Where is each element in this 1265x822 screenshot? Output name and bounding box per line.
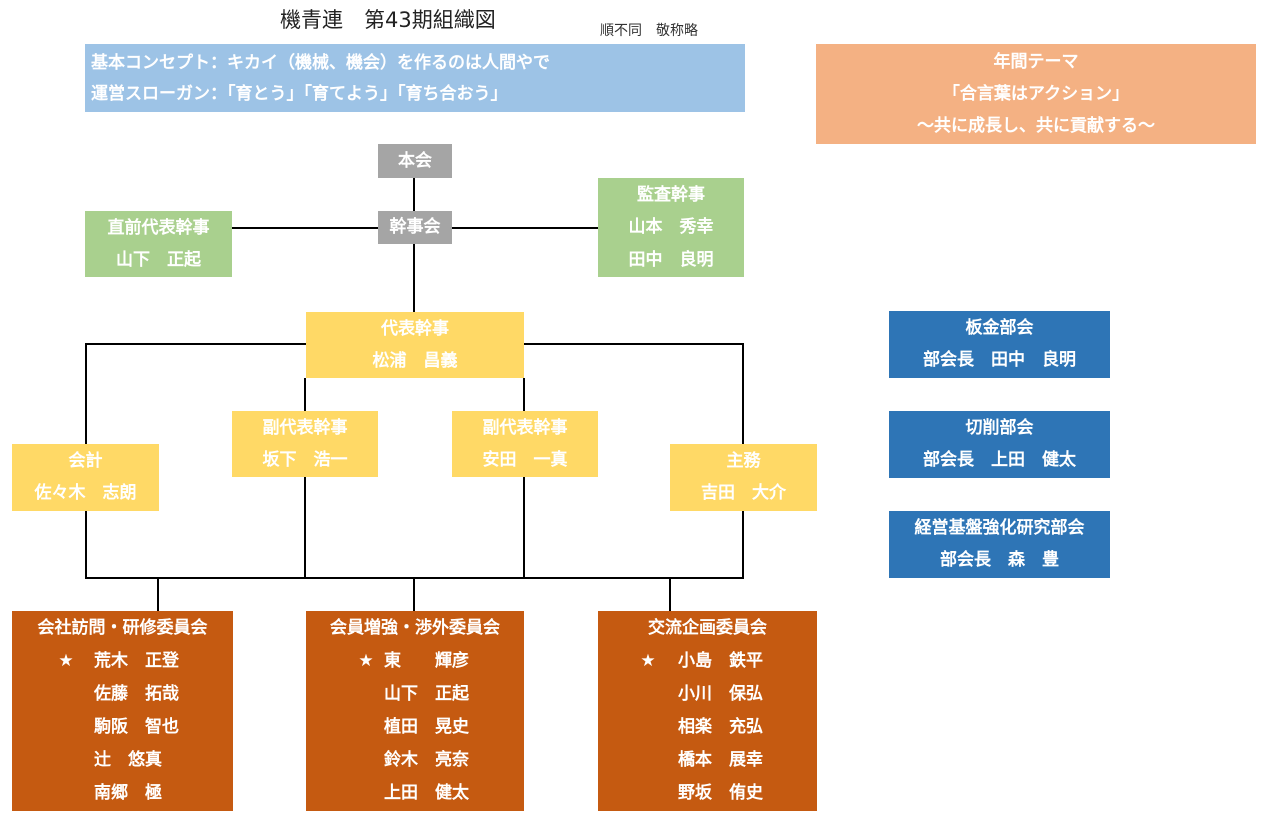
bukai-box: 板金部会 部会長 田中 良明 (889, 311, 1110, 378)
bukai-head: 部会長 田中 良明 (923, 350, 1076, 370)
theme-sub: ～共に成長し、共に貢献する～ (917, 116, 1155, 136)
auditor-title: 監査幹事 (637, 185, 705, 205)
page-title: 機青連 第43期組織図 (280, 8, 496, 32)
concept-line: 基本コンセプト：キカイ（機械、機会）を作るのは人間やで (91, 53, 550, 73)
theme-label: 年間テーマ (993, 52, 1079, 72)
committee-member: 小島 鉄平 (678, 651, 763, 671)
chair-star-icon: ★ (58, 651, 74, 671)
committee-member: 辻 悠真 (94, 750, 162, 770)
bukai-name: 切削部会 (965, 418, 1034, 438)
honkai-box: 本会 (378, 144, 452, 178)
slogan-line: 運営スローガン：「育とう」「育てよう」「育ち合おう」 (91, 84, 508, 104)
auditor-name: 田中 良明 (628, 250, 714, 270)
connector-line (669, 577, 671, 611)
committee-member: 佐藤 拓哉 (94, 684, 179, 704)
previous-leader-box: 直前代表幹事 山下 正起 (85, 211, 232, 277)
connector-line (452, 227, 598, 229)
secretary-box: 主務 吉田 大介 (670, 444, 817, 511)
vice-leader-title: 副代表幹事 (262, 418, 348, 438)
committee-name: 会社訪問・研修委員会 (37, 618, 208, 638)
committee-member: 駒阪 智也 (94, 717, 179, 737)
connector-line (85, 343, 306, 345)
committee-member: 荒木 正登 (94, 651, 179, 671)
bukai-box: 切削部会 部会長 上田 健太 (889, 411, 1110, 478)
auditor-name: 山本 秀幸 (628, 217, 714, 237)
connector-line (523, 378, 525, 579)
committee-box: 交流企画委員会 ★ 小島 鉄平 小川 保弘 相楽 充弘 橋本 展幸 野坂 侑史 (598, 611, 817, 811)
committee-member: 上田 健太 (384, 783, 469, 803)
leader-box: 代表幹事 松浦 昌義 (306, 312, 524, 378)
bukai-name: 経営基盤強化研究部会 (914, 518, 1085, 538)
connector-line (157, 577, 159, 611)
vice-leader-box: 副代表幹事 坂下 浩一 (232, 411, 378, 477)
committee-name: 会員増強・渉外委員会 (330, 618, 500, 638)
connector-line (304, 378, 306, 579)
concept-banner: 基本コンセプト：キカイ（機械、機会）を作るのは人間やで 運営スローガン：「育とう… (85, 44, 745, 112)
connector-line (524, 343, 744, 345)
committee-member: 東 輝彦 (384, 651, 469, 671)
committee-member: 南郷 極 (94, 783, 162, 803)
secretary-title: 主務 (726, 451, 761, 471)
committee-box: 会社訪問・研修委員会 ★ 荒木 正登 佐藤 拓哉 駒阪 智也 辻 悠真 南郷 極 (12, 611, 233, 811)
connector-line (413, 178, 415, 213)
accounting-name: 佐々木 志朗 (34, 483, 137, 503)
committee-box: 会員増強・渉外委員会 ★ 東 輝彦 山下 正起 植田 晃史 鈴木 亮奈 上田 健太 (306, 611, 524, 811)
chair-star-icon: ★ (640, 651, 656, 671)
previous-leader-title: 直前代表幹事 (107, 218, 210, 238)
bukai-head: 部会長 上田 健太 (923, 450, 1076, 470)
committee-member: 山下 正起 (384, 684, 469, 704)
honkai-label: 本会 (398, 151, 432, 171)
previous-leader-name: 山下 正起 (116, 250, 201, 270)
connector-line (413, 577, 415, 611)
connector-line (232, 227, 378, 229)
committee-name: 交流企画委員会 (648, 618, 767, 638)
annual-theme-banner: 年間テーマ 「合言葉はアクション」 ～共に成長し、共に貢献する～ (816, 44, 1256, 144)
theme-main: 「合言葉はアクション」 (942, 84, 1130, 104)
bukai-name: 板金部会 (965, 318, 1034, 338)
committee-member: 鈴木 亮奈 (384, 750, 469, 770)
title-note: 順不同 敬称略 (600, 23, 698, 39)
accounting-title: 会計 (68, 451, 103, 471)
committee-member: 相楽 充弘 (678, 717, 763, 737)
vice-leader-name: 坂下 浩一 (262, 450, 348, 470)
vice-leader-title: 副代表幹事 (482, 418, 568, 438)
committee-member: 橋本 展幸 (678, 750, 763, 770)
vice-leader-name: 安田 一真 (482, 450, 568, 470)
bukai-head: 部会長 森 豊 (940, 550, 1059, 570)
leader-title: 代表幹事 (381, 319, 449, 339)
chair-star-icon: ★ (358, 651, 374, 671)
committee-member: 小川 保弘 (678, 684, 763, 704)
committee-member: 植田 晃史 (384, 717, 469, 737)
connector-line (413, 244, 415, 312)
auditor-box: 監査幹事 山本 秀幸 田中 良明 (598, 178, 744, 277)
bukai-box: 経営基盤強化研究部会 部会長 森 豊 (889, 511, 1110, 578)
kanjikai-box: 幹事会 (378, 211, 452, 244)
kanjikai-label: 幹事会 (389, 217, 441, 237)
committee-member: 野坂 侑史 (678, 783, 763, 803)
leader-name: 松浦 昌義 (372, 351, 458, 371)
vice-leader-box: 副代表幹事 安田 一真 (452, 411, 598, 477)
accounting-box: 会計 佐々木 志朗 (12, 444, 159, 511)
secretary-name: 吉田 大介 (701, 483, 786, 503)
